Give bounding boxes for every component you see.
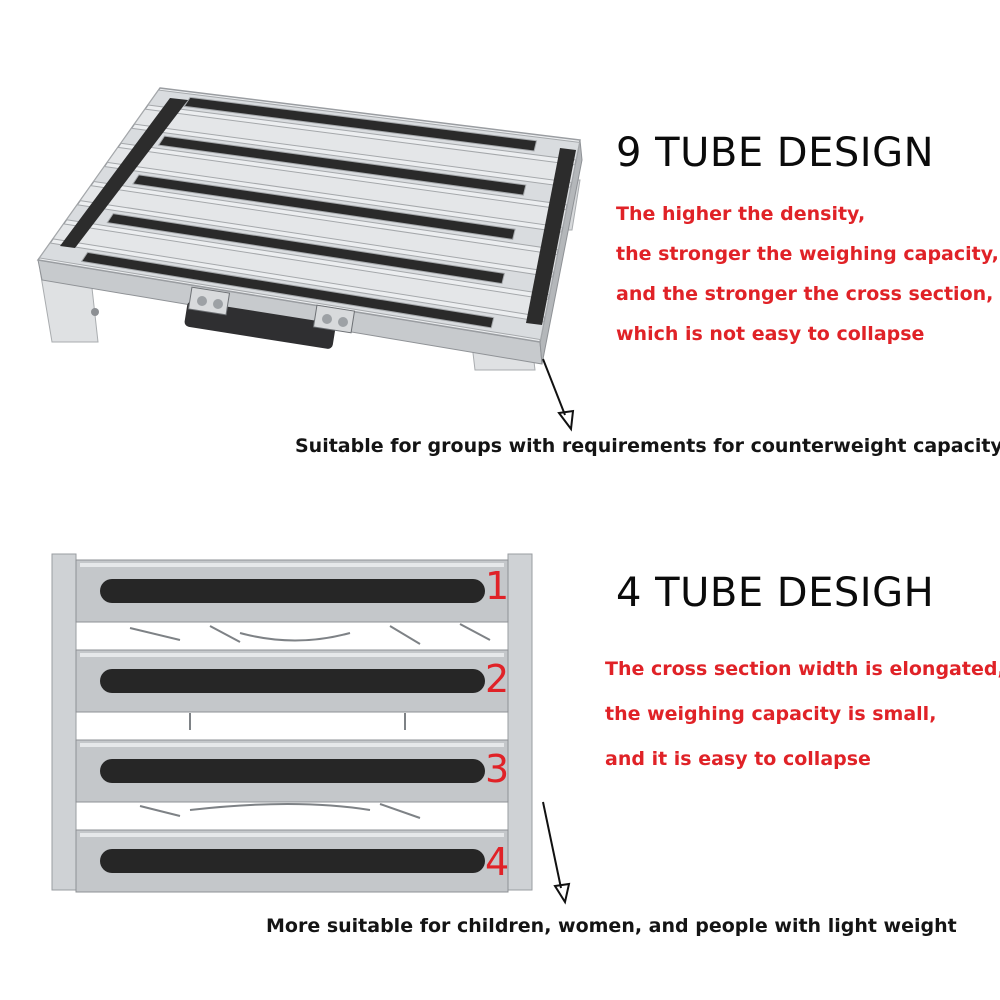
nine-tube-title: 9 TUBE DESIGN [616, 130, 934, 176]
stool-tube [106, 146, 567, 228]
four-tube-title: 4 TUBE DESIGH [616, 570, 935, 616]
tube-highlight [80, 653, 504, 657]
nine-tube-caption: Suitable for groups with requirements fo… [295, 435, 1000, 457]
grip-pad-left [60, 98, 188, 248]
four-tube-line-2: the weighing capacity is small, [605, 703, 937, 725]
tube-number-2: 2 [485, 657, 510, 701]
nine-tube-line-1: The higher the density, [616, 203, 866, 225]
tube-number-4: 4 [485, 840, 510, 884]
grip-tape-stripe [100, 579, 485, 603]
tube-highlight [80, 833, 504, 837]
grip-pad-right [526, 148, 576, 325]
arrow-down-icon [542, 358, 575, 432]
grip-tape-stripe [100, 669, 485, 693]
four-tube-caption: More suitable for children, women, and p… [266, 915, 957, 937]
four-tube-line-3: and it is easy to collapse [605, 748, 871, 770]
nine-tube-line-4: which is not easy to collapse [616, 323, 925, 345]
grip-tape-stripe [183, 96, 538, 152]
stool-tube [79, 185, 558, 273]
stool-tube [133, 108, 576, 184]
nine-tube-line-2: the stronger the weighing capacity, [616, 243, 999, 265]
arrow-down-icon [542, 801, 571, 905]
grip-tape-stripe [100, 849, 485, 873]
grip-tape-stripe [132, 174, 516, 240]
tube-number-3: 3 [485, 747, 510, 791]
latch-left-icon [187, 286, 231, 316]
side-rail-left [51, 553, 77, 891]
stool-tube [52, 223, 550, 318]
side-rail-right [507, 553, 533, 891]
grip-tape-stripe [100, 759, 485, 783]
four-tube-line-1: The cross section width is elongated, [605, 658, 1000, 680]
nine-tube-line-3: and the stronger the cross section, [616, 283, 994, 305]
tube-number-1: 1 [485, 564, 510, 608]
grip-tape-stripe [106, 213, 506, 285]
latch-right-icon [312, 304, 356, 334]
four-tube-stool-image [51, 553, 533, 893]
grip-tape-stripe [157, 135, 527, 196]
tube-highlight [80, 563, 504, 567]
nine-tube-stool-image [36, 87, 583, 371]
grip-tape-stripe [80, 251, 495, 329]
tube-highlight [80, 743, 504, 747]
